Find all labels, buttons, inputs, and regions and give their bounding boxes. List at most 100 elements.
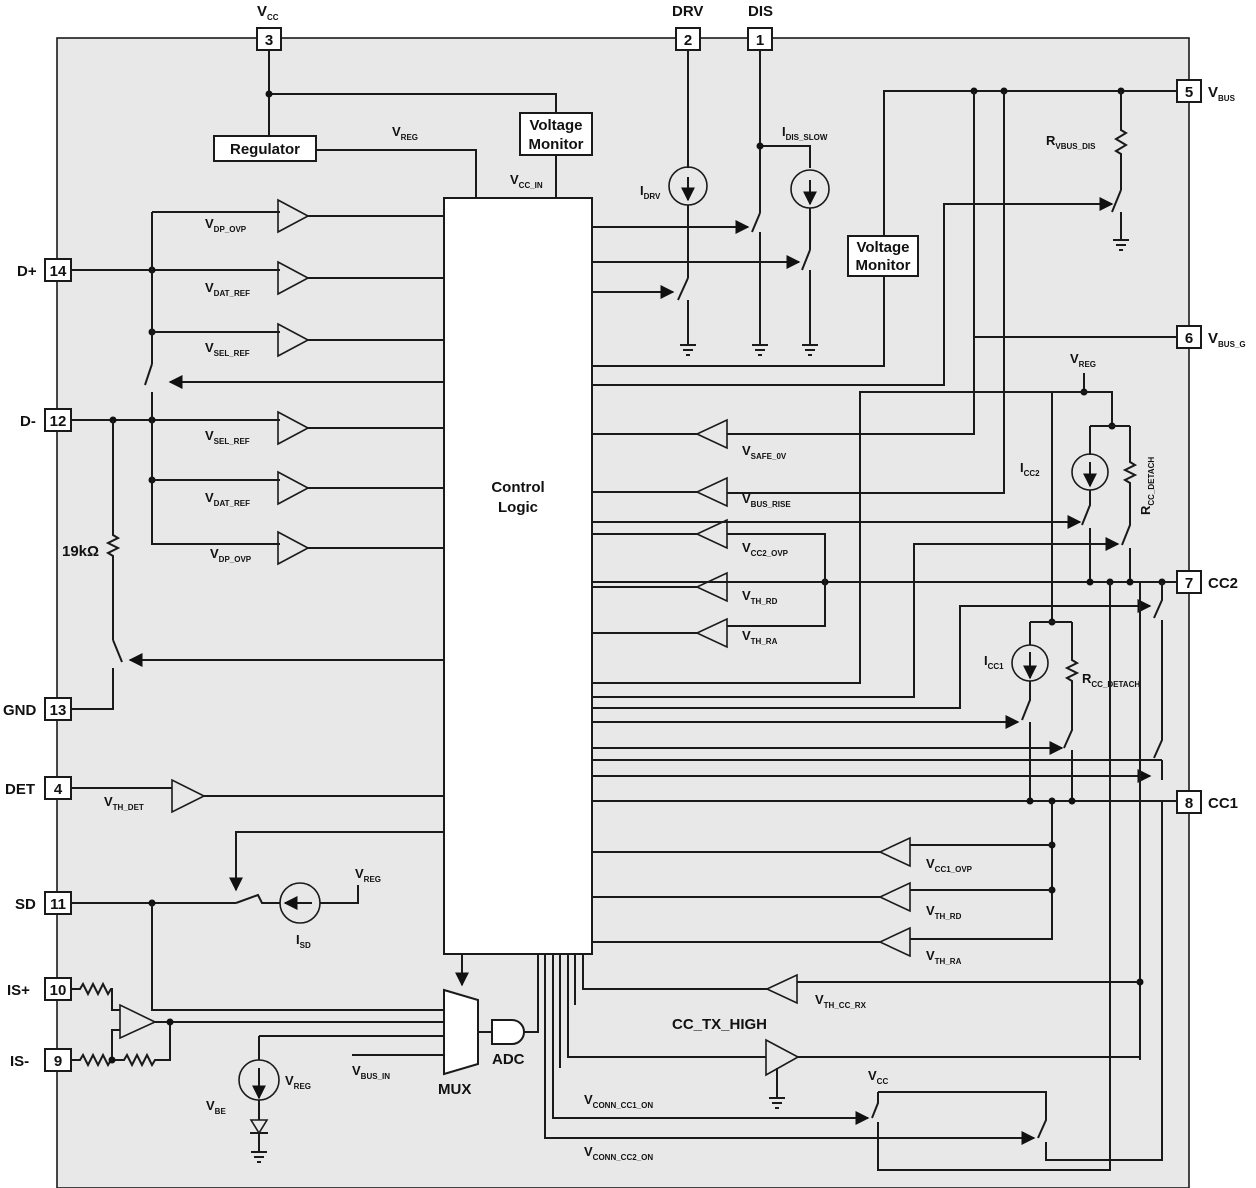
svg-text:D+: D+: [17, 263, 37, 280]
svg-text:VBE: VBE: [206, 1098, 226, 1116]
svg-text:Monitor: Monitor: [856, 257, 911, 274]
svg-text:10: 10: [50, 982, 67, 999]
svg-text:VCC: VCC: [257, 3, 279, 22]
svg-text:5: 5: [1185, 84, 1193, 101]
svg-text:1: 1: [756, 32, 764, 49]
pin-gnd: 13 GND: [3, 697, 72, 721]
svg-text:ICC1: ICC1: [984, 653, 1004, 671]
pin-dm: 12 D-: [20, 408, 72, 432]
pin-cc1: 8 CC1: [1176, 790, 1238, 814]
cc-tx-buffer: [765, 1038, 800, 1077]
svg-text:IDIS_SLOW: IDIS_SLOW: [782, 124, 828, 142]
svg-text:Control: Control: [491, 479, 544, 496]
svg-text:11: 11: [50, 896, 66, 913]
svg-text:9: 9: [54, 1053, 62, 1070]
svg-text:DET: DET: [5, 781, 35, 798]
svg-text:VREG: VREG: [392, 124, 418, 142]
pin-ism: 9 IS-: [10, 1048, 72, 1072]
pin-dp: 14 D+: [17, 258, 72, 282]
mux-block: [443, 988, 479, 1076]
svg-text:VBUS_G: VBUS_G: [1208, 330, 1246, 349]
svg-text:VCC2_OVP: VCC2_OVP: [742, 540, 789, 558]
svg-text:VBUS_RISE: VBUS_RISE: [742, 491, 791, 509]
det-comparator: [171, 778, 206, 814]
svg-text:ICC2: ICC2: [1020, 460, 1040, 478]
svg-text:Voltage: Voltage: [529, 117, 582, 134]
svg-text:Monitor: Monitor: [529, 136, 584, 153]
svg-text:RCC_DETACH: RCC_DETACH: [1138, 457, 1156, 515]
svg-text:VTH_RD: VTH_RD: [926, 903, 962, 921]
svg-text:CC_TX_HIGH: CC_TX_HIGH: [672, 1016, 767, 1033]
pin-vbus-g: 6 VBUS_G: [1176, 325, 1246, 349]
cc-rx-comparator: [765, 973, 798, 1005]
regulator-block: [213, 135, 317, 162]
svg-text:VCONN_CC1_ON: VCONN_CC1_ON: [584, 1092, 653, 1110]
svg-text:IS+: IS+: [7, 982, 30, 999]
svg-text:4: 4: [54, 781, 63, 798]
pin-drv: 2 DRV: [672, 3, 703, 51]
svg-text:VCC_IN: VCC_IN: [510, 172, 543, 190]
svg-text:CC2: CC2: [1208, 575, 1238, 592]
svg-text:VDAT_REF: VDAT_REF: [205, 490, 250, 508]
svg-text:3: 3: [265, 32, 273, 49]
control-logic-block: [443, 197, 593, 955]
svg-text:12: 12: [50, 413, 67, 430]
svg-text:RVBUS_DIS: RVBUS_DIS: [1046, 133, 1096, 151]
svg-text:19kΩ: 19kΩ: [62, 543, 99, 560]
diode-icon: [249, 1119, 269, 1135]
pin-det: 4 DET: [5, 776, 72, 800]
svg-text:VTH_RA: VTH_RA: [742, 628, 778, 646]
svg-text:VREG: VREG: [285, 1073, 311, 1091]
svg-text:VSAFE_0V: VSAFE_0V: [742, 443, 787, 461]
svg-text:VTH_CC_RX: VTH_CC_RX: [815, 992, 867, 1010]
svg-text:MUX: MUX: [438, 1081, 471, 1098]
current-sense-amplifier: [119, 1003, 157, 1040]
svg-text:VDP_OVP: VDP_OVP: [205, 216, 247, 234]
svg-text:ADC: ADC: [492, 1051, 525, 1068]
svg-text:Logic: Logic: [498, 499, 538, 516]
svg-text:VTH_RA: VTH_RA: [926, 948, 962, 966]
svg-text:VBUS: VBUS: [1208, 84, 1236, 103]
svg-text:DIS: DIS: [748, 3, 773, 20]
svg-text:VTH_DET: VTH_DET: [104, 794, 144, 812]
svg-text:DRV: DRV: [672, 3, 703, 20]
svg-text:8: 8: [1185, 795, 1193, 812]
pin-vbus: 5 VBUS: [1176, 79, 1236, 103]
svg-text:VDAT_REF: VDAT_REF: [205, 280, 250, 298]
svg-text:D-: D-: [20, 413, 36, 430]
svg-text:VCC1_OVP: VCC1_OVP: [926, 856, 973, 874]
svg-text:ISD: ISD: [296, 932, 311, 950]
svg-text:Voltage: Voltage: [856, 239, 909, 256]
svg-text:14: 14: [50, 263, 67, 280]
svg-text:GND: GND: [3, 702, 37, 719]
svg-text:VCONN_CC2_ON: VCONN_CC2_ON: [584, 1144, 653, 1162]
svg-text:IS-: IS-: [10, 1053, 29, 1070]
pin-sd: 11 SD: [15, 891, 72, 915]
voltage-monitor-1: [519, 112, 593, 156]
chip-outline: [56, 37, 1190, 1188]
svg-text:IDRV: IDRV: [640, 183, 661, 201]
svg-text:Regulator: Regulator: [230, 141, 300, 158]
svg-text:RCC_DETACH: RCC_DETACH: [1082, 671, 1140, 689]
pin-vcc: 3 VCC: [256, 3, 282, 51]
comparators-d-lines: [277, 198, 310, 566]
adc-block: [491, 1019, 525, 1045]
svg-text:7: 7: [1185, 575, 1193, 592]
svg-text:6: 6: [1185, 330, 1193, 347]
svg-text:2: 2: [684, 32, 692, 49]
svg-text:VSEL_REF: VSEL_REF: [205, 428, 250, 446]
svg-text:VTH_RD: VTH_RD: [742, 588, 778, 606]
pin-isp: 10 IS+: [7, 977, 72, 1001]
svg-text:CC1: CC1: [1208, 795, 1238, 812]
svg-text:VBUS_IN: VBUS_IN: [352, 1063, 390, 1081]
pin-cc2: 7 CC2: [1176, 570, 1238, 594]
svg-text:VSEL_REF: VSEL_REF: [205, 340, 250, 358]
pin-dis: 1 DIS: [747, 3, 773, 51]
svg-text:SD: SD: [15, 896, 36, 913]
svg-text:VREG: VREG: [355, 866, 381, 884]
svg-text:13: 13: [50, 702, 67, 719]
svg-text:VDP_OVP: VDP_OVP: [210, 546, 252, 564]
voltage-monitor-2: [847, 235, 919, 277]
svg-text:VCC: VCC: [868, 1068, 888, 1086]
